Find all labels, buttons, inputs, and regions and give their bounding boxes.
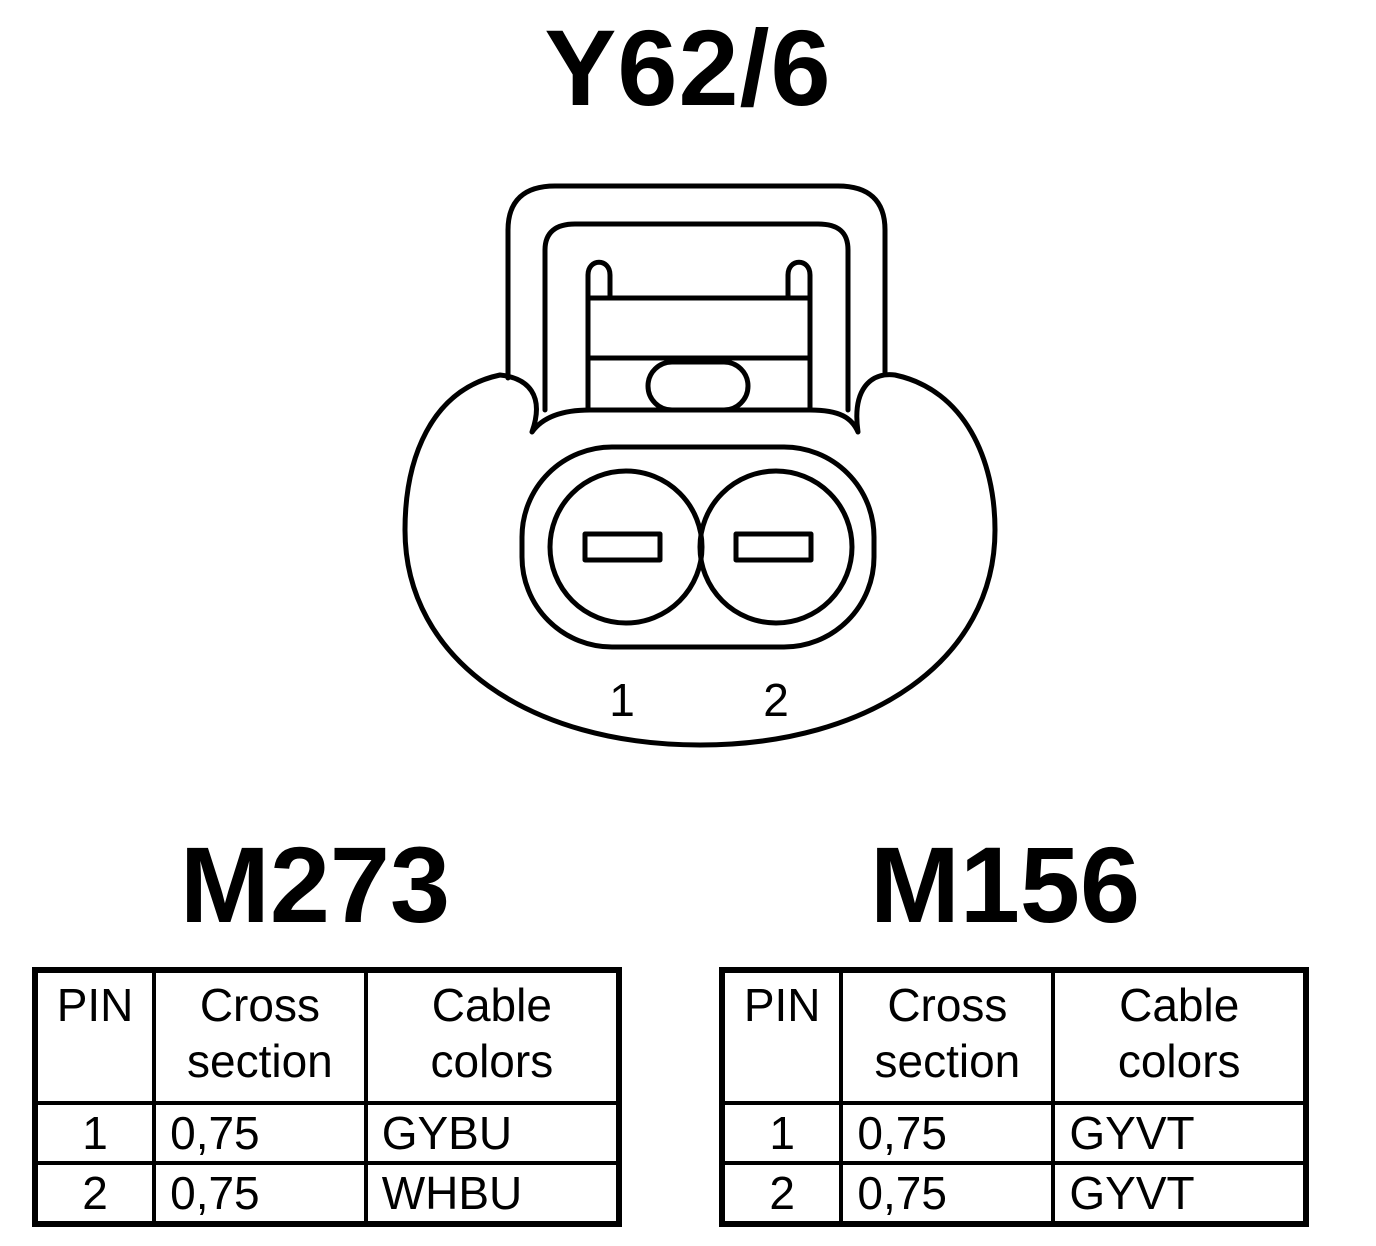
latch-inner-outline bbox=[542, 221, 851, 413]
cell-pin: 1 bbox=[32, 1101, 157, 1165]
header-colors-line2: colors bbox=[430, 1035, 554, 1087]
header-cable-colors: Cable colors bbox=[1051, 968, 1308, 1105]
pin-table-m273: PIN Cross section Cable colors 1 0,75 GY… bbox=[32, 967, 622, 1227]
header-cross-line1: Cross bbox=[887, 979, 1008, 1031]
cell-cross-section: 0,75 bbox=[839, 1101, 1056, 1165]
latch-prong-left bbox=[585, 259, 613, 413]
header-cross-line2: section bbox=[874, 1035, 1021, 1087]
connector-title: Y62/6 bbox=[544, 7, 832, 128]
header-cross-line2: section bbox=[187, 1035, 333, 1087]
connector-drawing: 1 2 bbox=[402, 183, 998, 748]
pin-2-cavity bbox=[697, 468, 855, 626]
cell-cross-section: 0,75 bbox=[152, 1101, 368, 1165]
cell-pin: 2 bbox=[32, 1161, 157, 1226]
cell-cable-color: WHBU bbox=[363, 1161, 622, 1226]
table-row: 1 0,75 GYVT bbox=[719, 1101, 1308, 1165]
table-row: 2 0,75 GYVT bbox=[719, 1161, 1308, 1226]
pin-1-terminal bbox=[582, 531, 663, 563]
header-colors-line1: Cable bbox=[431, 979, 552, 1031]
pin-2-terminal bbox=[733, 531, 814, 563]
pin-label-1: 1 bbox=[609, 674, 635, 726]
pin-table-m156: PIN Cross section Cable colors 1 0,75 GY… bbox=[719, 967, 1309, 1227]
header-cross-section: Cross section bbox=[839, 968, 1056, 1105]
cell-cable-color: GYVT bbox=[1051, 1161, 1308, 1226]
table-row: 2 0,75 WHBU bbox=[32, 1161, 622, 1226]
header-cross-line1: Cross bbox=[199, 979, 320, 1031]
table-row: 1 0,75 GYBU bbox=[32, 1101, 622, 1165]
cell-cable-color: GYBU bbox=[363, 1101, 622, 1165]
header-colors-line2: colors bbox=[1117, 1035, 1241, 1087]
cell-pin: 1 bbox=[719, 1101, 844, 1165]
header-cross-section: Cross section bbox=[152, 968, 368, 1105]
latch-prong-right bbox=[785, 259, 813, 413]
table-header-row: PIN Cross section Cable colors bbox=[719, 968, 1308, 1105]
table-header-row: PIN Cross section Cable colors bbox=[32, 968, 622, 1105]
engine-title-m156: M156 bbox=[869, 824, 1141, 945]
cell-cable-color: GYVT bbox=[1051, 1101, 1308, 1165]
pin-label-2: 2 bbox=[763, 674, 789, 726]
cell-cross-section: 0,75 bbox=[152, 1161, 368, 1226]
header-pin: PIN bbox=[32, 968, 157, 1105]
release-tab bbox=[645, 359, 751, 413]
cell-cross-section: 0,75 bbox=[839, 1161, 1056, 1226]
header-pin: PIN bbox=[719, 968, 844, 1105]
cell-pin: 2 bbox=[719, 1161, 844, 1226]
header-cable-colors: Cable colors bbox=[363, 968, 622, 1105]
connector-housing-outline bbox=[402, 372, 998, 748]
pin-cavity-frame bbox=[519, 444, 877, 650]
latch-outer-outline bbox=[505, 183, 888, 381]
pin-1-cavity bbox=[547, 468, 705, 626]
engine-title-m273: M273 bbox=[179, 824, 451, 945]
header-colors-line1: Cable bbox=[1119, 979, 1240, 1031]
